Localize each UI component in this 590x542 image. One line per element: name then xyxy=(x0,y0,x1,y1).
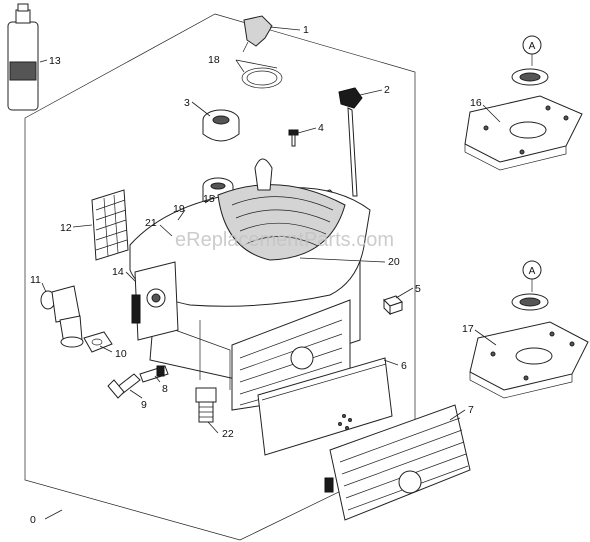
callout-labels: 1 2 3 4 5 6 7 8 9 10 11 12 13 14 15 16 1… xyxy=(30,24,482,526)
upper-reference-mark: A xyxy=(522,35,542,66)
callout-14: 14 xyxy=(112,266,124,278)
callout-18: 18 xyxy=(208,54,220,66)
muffler-guard-part xyxy=(324,404,471,521)
oil-bottle-part xyxy=(7,3,39,111)
fitting-part xyxy=(195,387,217,423)
upper-seal-ring-part xyxy=(511,68,549,86)
callout-13: 13 xyxy=(49,55,61,67)
callout-3: 3 xyxy=(184,97,190,109)
upper-reference-label: A xyxy=(529,41,536,52)
callout-0: 0 xyxy=(30,514,36,526)
air-filter-part xyxy=(91,189,129,261)
callout-4: 4 xyxy=(318,122,324,134)
callout-19: 19 xyxy=(173,203,185,215)
callout-17: 17 xyxy=(462,323,474,335)
carburetor-gasket-part xyxy=(83,331,113,353)
callout-11: 11 xyxy=(30,274,41,286)
engine-shroud-part xyxy=(129,158,371,307)
lower-reference-label: A xyxy=(529,266,536,277)
fuel-cap-part xyxy=(202,109,240,142)
starter-rope-part xyxy=(235,59,283,89)
callout-15: 15 xyxy=(203,193,215,205)
callout-6: 6 xyxy=(401,360,407,372)
callout-1: 1 xyxy=(303,24,309,36)
callout-9: 9 xyxy=(141,399,147,411)
callout-5: 5 xyxy=(415,283,421,295)
lower-reference-mark: A xyxy=(522,260,542,292)
carburetor-part xyxy=(40,285,84,348)
spark-plug-part xyxy=(139,365,169,383)
muffler-part xyxy=(257,357,393,456)
upper-flange-part xyxy=(464,95,583,171)
watermark-text: eReplacementParts.com xyxy=(175,229,394,251)
spark-plug-wrench-part xyxy=(107,373,141,399)
dipstick-part xyxy=(338,87,363,197)
callout-21: 21 xyxy=(145,217,157,229)
callout-12: 12 xyxy=(60,222,72,234)
leader-lines xyxy=(39,26,501,520)
air-cleaner-housing-part xyxy=(131,261,179,341)
callout-20: 20 xyxy=(388,256,400,268)
callout-16: 16 xyxy=(470,97,482,109)
starter-handle-part xyxy=(242,15,273,53)
lower-seal-ring-part xyxy=(511,293,549,311)
callout-8: 8 xyxy=(162,383,168,395)
nut-part xyxy=(383,295,403,316)
screw-part xyxy=(288,129,299,147)
callout-10: 10 xyxy=(115,348,127,360)
callout-2: 2 xyxy=(384,84,390,96)
callout-7: 7 xyxy=(468,404,474,416)
lower-flange-part xyxy=(469,321,589,399)
callout-22: 22 xyxy=(222,428,234,440)
